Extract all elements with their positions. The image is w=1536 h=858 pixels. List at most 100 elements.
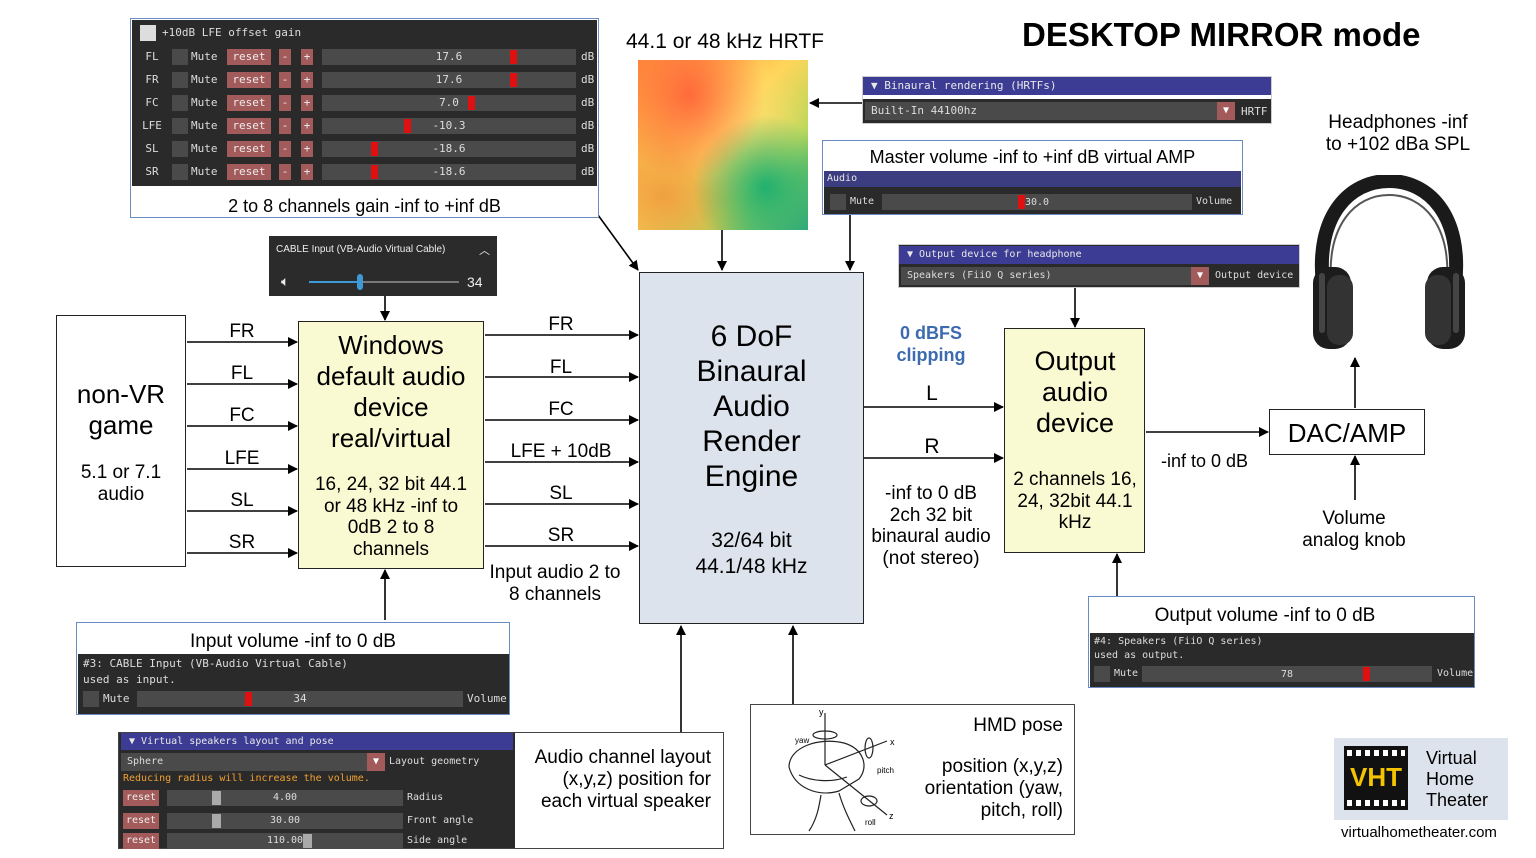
input-mute-checkbox[interactable]: [83, 691, 99, 707]
speaker-slider[interactable]: 110.00: [167, 833, 403, 849]
page-title: DESKTOP MIRROR mode: [1022, 16, 1421, 53]
input-volume-caption: Input volume -inf to 0 dB: [190, 631, 396, 652]
vht-name: Virtual Home Theater: [1426, 748, 1489, 810]
speaker-slider[interactable]: 4.00: [167, 790, 403, 806]
speaker-slider[interactable]: 30.00: [167, 813, 403, 829]
binaural-panel-header[interactable]: ▼ Binaural rendering (HRTFs): [863, 77, 1271, 95]
output-volume-value: 78: [1280, 669, 1294, 680]
output-audio-device: Output audio device 2 channels 16, 24, 3…: [1004, 328, 1145, 553]
gain-unit: dB: [581, 142, 595, 155]
chevron-down-icon[interactable]: ▼: [367, 753, 385, 771]
gain-slider[interactable]: -18.6: [322, 164, 576, 180]
vht-url[interactable]: virtualhometheater.com: [1341, 824, 1497, 841]
cable-slider-track[interactable]: [309, 274, 459, 290]
gain-minus-button[interactable]: -: [279, 49, 291, 65]
gain-reset-button[interactable]: reset: [227, 95, 271, 111]
gain-minus-button[interactable]: -: [279, 164, 291, 180]
speaker-slider-grab[interactable]: [303, 834, 312, 848]
gain-plus-button[interactable]: +: [301, 164, 313, 180]
gain-mute-checkbox[interactable]: [172, 72, 188, 88]
lfe-offset-checkbox[interactable]: [140, 25, 156, 41]
gain-mute-checkbox[interactable]: [172, 164, 188, 180]
windows-audio-device: Windows default audio device real/virtua…: [298, 321, 484, 569]
gain-reset-button[interactable]: reset: [227, 72, 271, 88]
gain-reset-button[interactable]: reset: [227, 141, 271, 157]
master-volume-slider[interactable]: 30.0: [882, 194, 1192, 210]
master-volume-label: Volume: [1196, 196, 1233, 207]
gain-reset-button[interactable]: reset: [227, 49, 271, 65]
engine-specs: 32/64 bit 44.1/48 kHz: [695, 529, 808, 578]
chevron-up-icon[interactable]: ︿: [479, 245, 490, 257]
gain-slider[interactable]: 17.6: [322, 72, 576, 88]
left-channel-label: L: [926, 382, 938, 405]
dac-amp-label: DAC/AMP: [1287, 418, 1407, 448]
right-channel-label: R: [924, 435, 940, 458]
cable-slider-thumb[interactable]: [357, 274, 363, 290]
gain-plus-button[interactable]: +: [301, 118, 313, 134]
gain-plus-button[interactable]: +: [301, 141, 313, 157]
gain-mute-checkbox[interactable]: [172, 118, 188, 134]
chevron-down-icon[interactable]: ▼: [1217, 102, 1235, 120]
hrtf-select[interactable]: Built-In 44100hz: [865, 102, 1235, 120]
output-device-select[interactable]: Speakers (FiiO Q series): [901, 267, 1209, 285]
layout-geometry-select[interactable]: Sphere: [121, 753, 385, 771]
engine-channel-1: FL: [549, 357, 573, 378]
master-volume-grab[interactable]: [1018, 195, 1025, 209]
windows-device-specs: 16, 24, 32 bit 44.1 or 48 kHz -inf to 0d…: [314, 474, 468, 560]
chevron-down-icon[interactable]: ▼: [1191, 267, 1209, 285]
output-mute-checkbox[interactable]: [1094, 666, 1110, 682]
speakers-panel-header[interactable]: ▼ Virtual speakers layout and pose: [121, 733, 513, 750]
speaker-slider-grab[interactable]: [212, 814, 221, 828]
speaker-reset-button[interactable]: reset: [123, 813, 159, 829]
input-volume-slider[interactable]: 34: [137, 691, 463, 707]
gain-mute-checkbox[interactable]: [172, 141, 188, 157]
output-device-header[interactable]: ▼ Output device for headphone: [899, 246, 1299, 264]
gain-slider-grab[interactable]: [371, 142, 378, 156]
output-device-select-value: Speakers (FiiO Q series): [907, 270, 1052, 281]
speaker-icon[interactable]: 🔈︎: [281, 273, 290, 289]
game-box: non-VR game 5.1 or 7.1 audio: [56, 315, 186, 567]
gain-mute-checkbox[interactable]: [172, 49, 188, 65]
gain-plus-button[interactable]: +: [301, 49, 313, 65]
hmd-diagram: y yaw x pitch z roll: [788, 707, 895, 832]
gain-unit: dB: [581, 50, 595, 63]
gain-slider-grab[interactable]: [468, 96, 475, 110]
gain-minus-button[interactable]: -: [279, 118, 291, 134]
speaker-slider-grab[interactable]: [212, 791, 221, 805]
input-audio-label: Input audio 2 to 8 channels: [489, 562, 621, 605]
gain-unit: dB: [581, 165, 595, 178]
gain-mute-checkbox[interactable]: [172, 95, 188, 111]
gain-minus-button[interactable]: -: [279, 72, 291, 88]
gain-slider-grab[interactable]: [371, 165, 378, 179]
gain-slider[interactable]: -18.6: [322, 141, 576, 157]
speaker-slider-label: Front angle: [407, 815, 474, 826]
output-volume-slider[interactable]: 78: [1142, 666, 1432, 682]
master-volume-value: 30.0: [1024, 197, 1050, 208]
gain-slider-grab[interactable]: [404, 119, 411, 133]
gain-plus-button[interactable]: +: [301, 72, 313, 88]
gain-reset-button[interactable]: reset: [227, 164, 271, 180]
gain-value: 17.6: [435, 50, 463, 63]
engine-channel-0: FR: [548, 314, 574, 335]
game-subtitle: 5.1 or 7.1 audio: [80, 462, 162, 505]
gain-slider-grab[interactable]: [510, 73, 517, 87]
input-volume-usage: used as input.: [83, 673, 176, 686]
gain-slider[interactable]: 17.6: [322, 49, 576, 65]
master-mute-checkbox[interactable]: [830, 194, 846, 210]
gain-slider[interactable]: 7.0: [322, 95, 576, 111]
gain-reset-button[interactable]: reset: [227, 118, 271, 134]
gain-slider-grab[interactable]: [510, 50, 517, 64]
output-volume-grab[interactable]: [1363, 667, 1370, 681]
speaker-reset-button[interactable]: reset: [123, 833, 159, 849]
input-volume-grab[interactable]: [245, 692, 252, 706]
gain-minus-button[interactable]: -: [279, 141, 291, 157]
render-engine: 6 DoF Binaural Audio Render Engine 32/64…: [639, 272, 864, 624]
gain-plus-button[interactable]: +: [301, 95, 313, 111]
speaker-reset-button[interactable]: reset: [123, 790, 159, 806]
volume-knob-label: Volume analog knob: [1302, 508, 1406, 551]
engine-title: 6 DoF Binaural Audio Render Engine: [696, 320, 807, 493]
gain-minus-button[interactable]: -: [279, 95, 291, 111]
gain-slider[interactable]: -10.3: [322, 118, 576, 134]
